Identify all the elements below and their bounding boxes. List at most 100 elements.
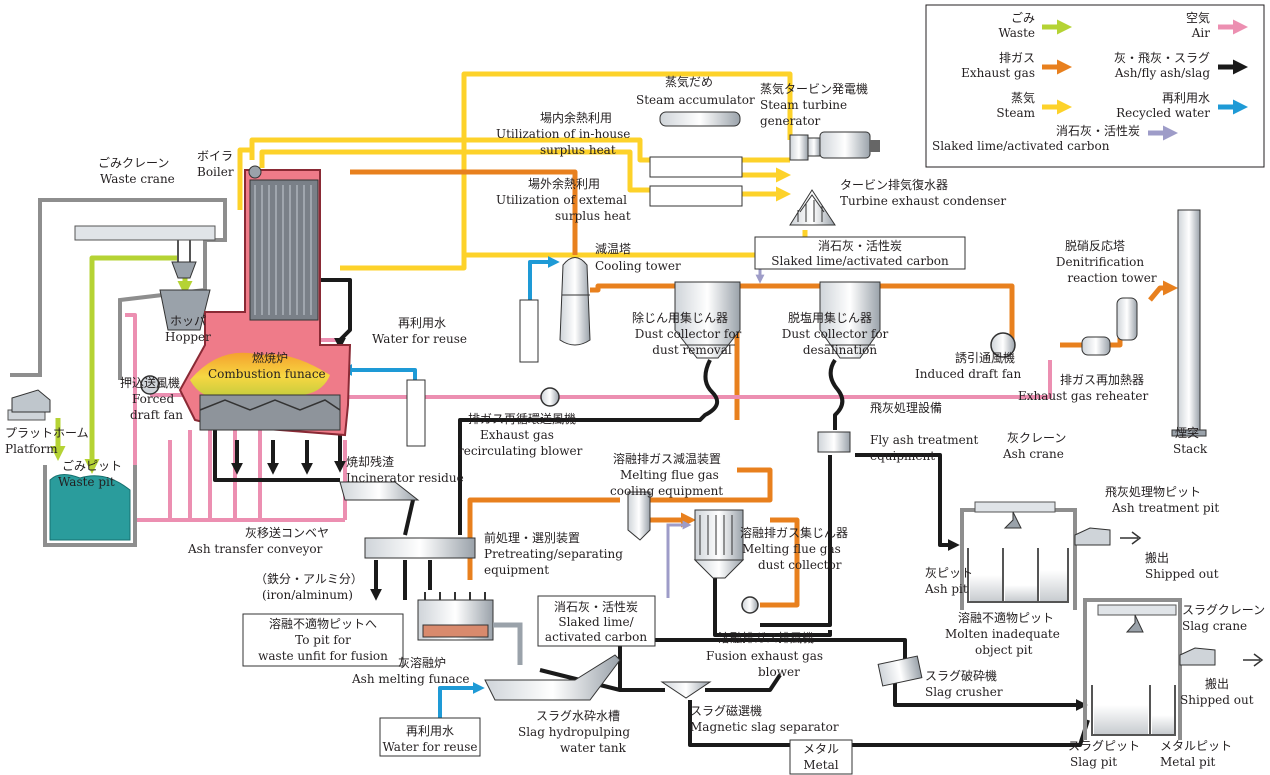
generator-body [820, 132, 870, 158]
label-ash-crane-en: Ash crane [1002, 447, 1064, 461]
legend-air-jp: 空気 [1186, 10, 1210, 25]
legend-exhaust-jp: 排ガス [999, 51, 1035, 65]
label-condenser-en: Turbine exhaust condenser [840, 194, 1006, 208]
exhaust-to-stack [1150, 288, 1172, 300]
label-inhouse-en1: Utilization of in-house [496, 127, 630, 141]
label-ash-pit-en: Ash pit [924, 582, 968, 596]
ash-crane-rail [975, 502, 1055, 512]
label-slag-tank-jp: スラグ水砕水槽 [536, 708, 620, 723]
label-shipped1-jp: 搬出 [1145, 550, 1169, 565]
label-pretreating-jp: 前処理・選別装置 [484, 530, 580, 545]
label-conveyor-jp: 灰移送コンベヤ [245, 525, 329, 540]
label-slag-pit-jp: スラグピット [1068, 739, 1140, 753]
slag-truck [1180, 648, 1215, 665]
label-forced-en1: Forced [132, 392, 174, 406]
label-magnetic-en: Magnetic slag separator [690, 720, 839, 734]
label-fusion-blower-en2: blower [758, 665, 800, 679]
label-melting-dust-en2: dust collector [758, 558, 842, 572]
label-residue-en: Incinerator residue [346, 471, 464, 485]
label-combustion-jp: 燃焼炉 [252, 350, 288, 365]
legend-water-en: Recycled water [1116, 106, 1210, 120]
label-pretreating-en1: Pretreating/separating [484, 547, 623, 561]
label-melting-dust-jp: 溶融排ガス集じん器 [740, 525, 848, 540]
water-reuse-tank-1 [520, 300, 538, 362]
label-external-en2: surplus heat [555, 209, 631, 223]
ash-pit-fill-1 [970, 575, 1002, 601]
inhouse-heat-box [650, 157, 742, 177]
label-unfit-jp: 溶融不適物ピットへ [269, 616, 377, 631]
slag-crusher-shape [878, 656, 922, 686]
steam-accumulator-tank [660, 112, 740, 126]
label-external-en1: Utilization of extemal [496, 193, 627, 207]
label-stack-en: Stack [1173, 442, 1208, 456]
slag-tank-shape [485, 655, 620, 700]
molten-layer [423, 625, 488, 637]
label-melting-en: Ash melting funace [351, 672, 469, 686]
label-melting-jp: 灰溶融炉 [398, 655, 446, 670]
label-crusher-jp: スラグ破砕機 [925, 668, 997, 683]
label-denitrification-en1: Denitrification [1056, 255, 1144, 269]
label-desal-jp: 脱塩用集じん器 [788, 310, 872, 325]
label-water2-jp: 再利用水 [406, 724, 454, 738]
label-stack-jp: 煙突 [1175, 425, 1199, 440]
label-lime2-en2: activated carbon [545, 630, 647, 644]
ash-pit-building [962, 502, 1110, 610]
label-induced-en: Induced draft fan [915, 367, 1021, 381]
label-melting-cooling-en2: cooling equipment [610, 484, 723, 498]
melting-cooling-unit [628, 492, 650, 540]
label-flyash-en1: Fly ash treatment [870, 433, 978, 447]
legend: ごみ Waste 排ガス Exhaust gas 蒸気 Steam 消石灰・活性… [926, 5, 1264, 167]
label-induced-jp: 誘引通風機 [955, 350, 1015, 365]
label-slag-tank-en1: Slag hydropulping [518, 725, 630, 739]
turbine-condenser [790, 190, 835, 225]
label-waste-crane-en: Waste crane [100, 172, 175, 186]
label-hopper-en: Hopper [165, 330, 211, 344]
label-ash-treatment-pit-jp: 飛灰処理物ピット [1105, 485, 1201, 499]
label-condenser-jp: タービン排気復水器 [840, 177, 948, 192]
label-conveyor-en: Ash transfer conveyor [187, 542, 323, 556]
label-recirc-jp: 排ガス再循環送風機 [468, 411, 576, 426]
label-melting-cooling-en1: Melting flue gas [620, 468, 719, 482]
label-molten-pit-en2: object pit [975, 643, 1033, 657]
grate [200, 395, 340, 430]
cooling-tower [560, 258, 590, 346]
waste-crane-grab [172, 262, 196, 278]
legend-exhaust-en: Exhaust gas [961, 66, 1035, 80]
label-reheater-en: Exhaust gas reheater [1018, 389, 1148, 403]
label-cooling-en: Cooling tower [595, 259, 681, 273]
label-metal-jp: メタル [803, 742, 839, 756]
legend-lime-en: Slaked lime/activated carbon [932, 139, 1110, 153]
legend-steam-en: Steam [996, 106, 1035, 120]
legend-ash-jp: 灰・飛灰・スラグ [1114, 51, 1210, 65]
label-fusion-blower-jp: 溶融排ガス排風機 [718, 630, 814, 645]
label-dust-removal-en2: dust removal [652, 343, 732, 357]
label-fusion-blower-en1: Fusion exhaust gas [706, 649, 823, 663]
reheater-shape [1082, 337, 1110, 355]
turbine-body [790, 135, 808, 160]
waste-crane-rail [75, 226, 215, 240]
label-platform-en: Platform [5, 442, 58, 456]
label-forced-en2: draft fan [130, 408, 183, 422]
stack-body [1178, 210, 1200, 430]
label-turbine-en2: generator [760, 114, 821, 128]
cooling-tower-body [560, 258, 590, 346]
melting-dust-hopper [695, 560, 743, 578]
water-reuse-tank-2 [407, 380, 425, 446]
label-ash-treatment-pit-en: Ash treatment pit [1111, 501, 1219, 515]
label-water1-jp: 再利用水 [398, 316, 446, 330]
label-desal-en1: Dust collector for [782, 327, 889, 341]
ash-conveyor-drop [405, 500, 413, 535]
label-metal-en: Metal [803, 758, 838, 772]
label-molten-pit-jp: 溶融不適物ピット [958, 610, 1054, 625]
steam-turbine-generator [790, 132, 880, 160]
ash-fly-to-pit [855, 455, 955, 545]
label-water1-en: Water for reuse [372, 332, 467, 346]
shipped-arrow-2 [1243, 654, 1262, 666]
label-waste-crane-jp: ごみクレーン [98, 155, 169, 170]
label-shipped2-en: Shipped out [1180, 693, 1254, 707]
label-waste-pit-en: Waste pit [58, 475, 115, 489]
slag-pit-fill [1094, 705, 1148, 734]
label-steam-accumulator-jp: 蒸気だめ [665, 74, 713, 89]
label-cooling-jp: 減温塔 [595, 241, 631, 256]
label-dust-removal-en1: Dust collector for [635, 327, 742, 341]
